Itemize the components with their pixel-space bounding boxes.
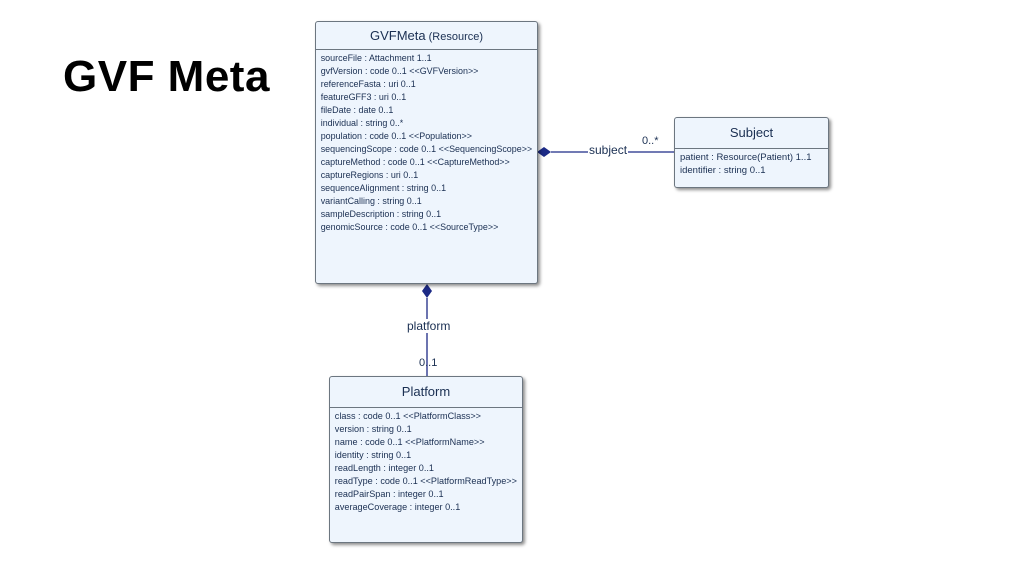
attribute-version: version : string 0..1 (334, 424, 412, 435)
attribute-capturemethod: captureMethod : code 0..1 <<CaptureMetho… (320, 157, 510, 168)
subject-composition-diamond (537, 147, 551, 157)
attribute-population: population : code 0..1 <<Population>> (320, 131, 472, 142)
slide-title: GVF Meta (63, 52, 270, 101)
gvfmeta-class-header: GVFMeta(Resource) (316, 22, 537, 50)
subject-class-name: Subject (729, 125, 774, 140)
gvfmeta-class-stereotype: (Resource) (428, 31, 484, 43)
attribute-averagecoverage: averageCoverage : integer 0..1 (334, 502, 461, 513)
platform-class-box[interactable]: Platform class : code 0..1 <<PlatformCla… (329, 376, 523, 543)
attribute-identifier: identifier : string 0..1 (680, 165, 766, 176)
attribute-name: name : code 0..1 <<PlatformName>> (334, 437, 485, 448)
attribute-variantcalling: variantCalling : string 0..1 (320, 196, 422, 207)
attribute-sequencingscope: sequencingScope : code 0..1 <<Sequencing… (320, 144, 532, 155)
subject-multiplicity-label: 0..* (642, 135, 659, 147)
attribute-identity: identity : string 0..1 (334, 450, 412, 461)
attribute-readpairspan: readPairSpan : integer 0..1 (334, 489, 444, 500)
platform-role-label: platform (406, 319, 452, 333)
platform-class-header: Platform (330, 377, 522, 408)
subject-class-header: Subject (675, 118, 828, 149)
attribute-individual: individual : string 0..* (320, 118, 404, 129)
gvfmeta-class-box[interactable]: GVFMeta(Resource) sourceFile : Attachmen… (315, 21, 538, 284)
attribute-captureregions: captureRegions : uri 0..1 (320, 170, 419, 181)
attribute-filedate: fileDate : date 0..1 (320, 105, 394, 116)
platform-composition-diamond (422, 284, 432, 298)
attribute-featuregff3: featureGFF3 : uri 0..1 (320, 92, 407, 103)
attribute-gvfversion: gvfVersion : code 0..1 <<GVFVersion>> (320, 66, 479, 77)
platform-attribute-list: class : code 0..1 <<PlatformClass>> vers… (330, 408, 522, 516)
platform-class-name: Platform (401, 384, 451, 399)
attribute-readtype: readType : code 0..1 <<PlatformReadType>… (334, 476, 517, 487)
attribute-sequencealignment: sequenceAlignment : string 0..1 (320, 183, 447, 194)
subject-class-box[interactable]: Subject patient : Resource(Patient) 1..1… (674, 117, 829, 188)
platform-multiplicity-label: 0..1 (419, 357, 438, 369)
attribute-genomicsource: genomicSource : code 0..1 <<SourceType>> (320, 222, 499, 233)
attribute-readlength: readLength : integer 0..1 (334, 463, 434, 474)
attribute-referencefasta: referenceFasta : uri 0..1 (320, 79, 416, 90)
subject-role-label: subject (588, 143, 629, 157)
gvfmeta-class-name: GVFMeta (369, 28, 426, 43)
attribute-sourcefile: sourceFile : Attachment 1..1 (320, 53, 432, 64)
attribute-patient: patient : Resource(Patient) 1..1 (680, 152, 812, 163)
attribute-class: class : code 0..1 <<PlatformClass>> (334, 411, 481, 422)
gvfmeta-attribute-list: sourceFile : Attachment 1..1 gvfVersion … (316, 50, 536, 236)
subject-attribute-list: patient : Resource(Patient) 1..1 identif… (675, 149, 828, 179)
attribute-sampledescription: sampleDescription : string 0..1 (320, 209, 442, 220)
